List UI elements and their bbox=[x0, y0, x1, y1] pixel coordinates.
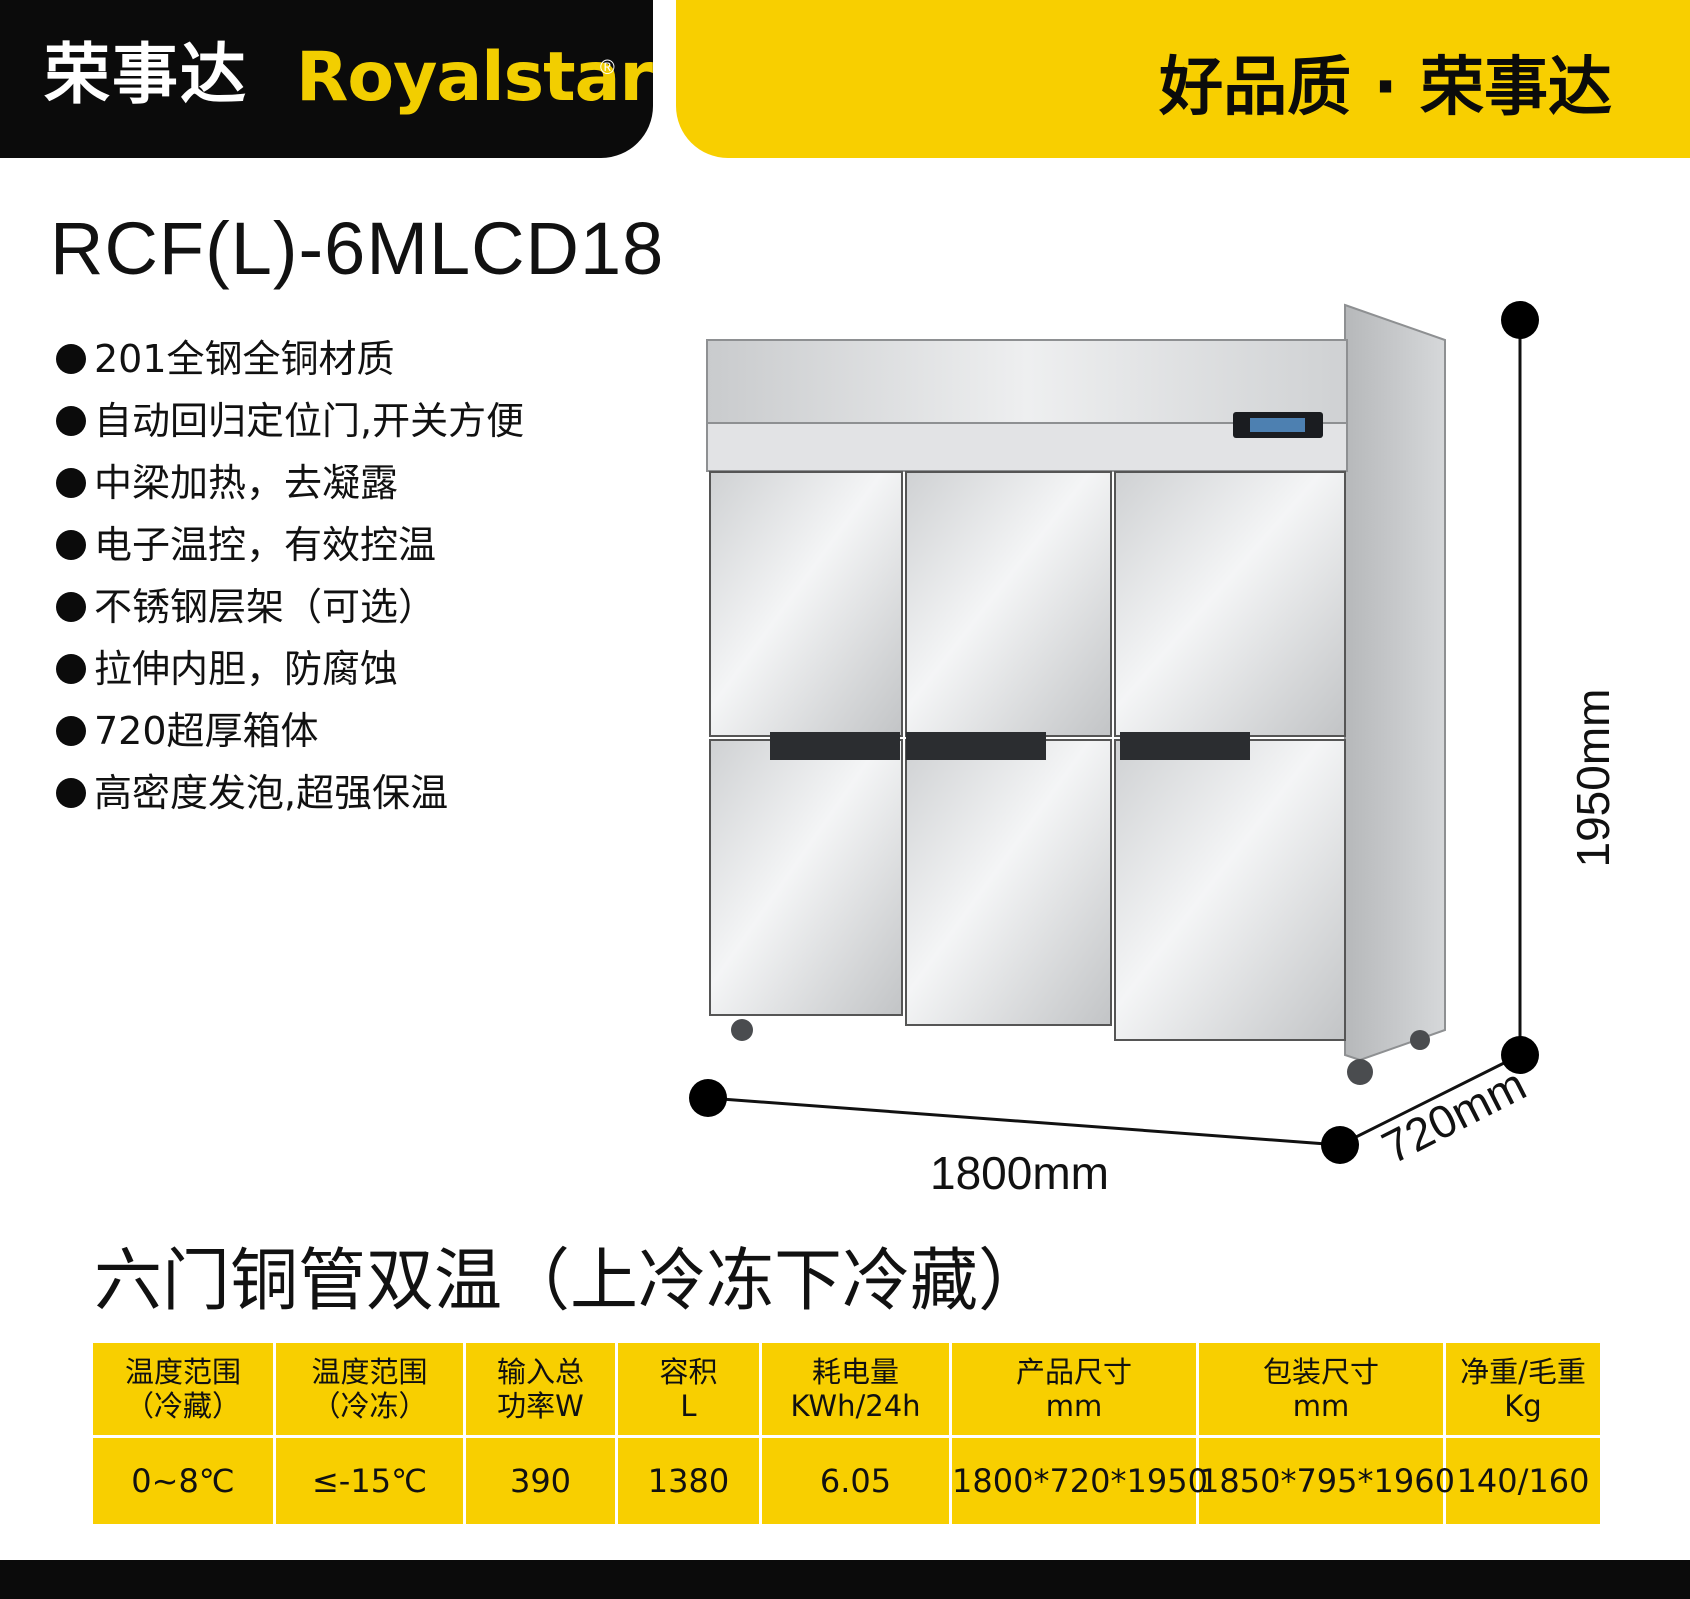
door-top-middle bbox=[905, 471, 1112, 737]
caster-wheel-icon bbox=[1410, 1030, 1430, 1050]
dimension-dot-icon bbox=[1501, 301, 1539, 339]
door-bottom-left bbox=[709, 739, 903, 1016]
width-dimension-label: 1800mm bbox=[930, 1147, 1109, 1199]
feature-text: 高密度发泡,超强保温 bbox=[94, 771, 449, 815]
cabinet-top-panel bbox=[706, 339, 1348, 424]
feature-text: 720超厚箱体 bbox=[94, 709, 319, 753]
spec-value-cell: ≤-15℃ bbox=[273, 1435, 466, 1527]
depth-dimension-line bbox=[1339, 1053, 1521, 1147]
feature-text: 自动回归定位门,开关方便 bbox=[94, 399, 525, 443]
caster-wheel-icon bbox=[731, 1019, 753, 1041]
width-dimension-line bbox=[707, 1096, 1341, 1147]
feature-item: 720超厚箱体 bbox=[56, 700, 524, 762]
caster-wheel-icon bbox=[1347, 1059, 1373, 1085]
bullet-icon bbox=[56, 654, 86, 684]
cabinet-side-panel bbox=[1344, 303, 1446, 1062]
door-top-left bbox=[709, 471, 903, 737]
slogan-banner: 好品质 · 荣事达 bbox=[676, 0, 1690, 158]
feature-text: 电子温控，有效控温 bbox=[94, 523, 437, 567]
spec-value-cell: 390 bbox=[463, 1435, 618, 1527]
feature-item: 不锈钢层架（可选） bbox=[56, 576, 524, 638]
feature-text: 中梁加热，去凝露 bbox=[94, 461, 399, 505]
footer-bar bbox=[0, 1560, 1690, 1599]
feature-list: 201全钢全铜材质 自动回归定位门,开关方便 中梁加热，去凝露 电子温控，有效控… bbox=[56, 328, 524, 824]
spec-header-cell: 输入总功率W bbox=[463, 1340, 618, 1438]
bullet-icon bbox=[56, 716, 86, 746]
brand-name-en: Royalstar bbox=[296, 38, 653, 117]
dimension-dot-icon bbox=[1321, 1126, 1359, 1164]
door-top-right bbox=[1114, 471, 1346, 737]
bullet-icon bbox=[56, 592, 86, 622]
feature-text: 201全钢全铜材质 bbox=[94, 337, 395, 381]
bullet-icon bbox=[56, 344, 86, 374]
spec-header-cell: 温度范围（冷藏） bbox=[90, 1340, 276, 1438]
bullet-icon bbox=[56, 778, 86, 808]
brand-name-cn: 荣事达 bbox=[44, 36, 248, 113]
feature-item: 电子温控，有效控温 bbox=[56, 514, 524, 576]
registered-mark: ® bbox=[600, 57, 615, 79]
spec-value-cell: 6.05 bbox=[759, 1435, 952, 1527]
door-bottom-right bbox=[1114, 739, 1346, 1041]
bullet-icon bbox=[56, 530, 86, 560]
slogan: 好品质 · 荣事达 bbox=[1159, 51, 1612, 125]
spec-value-cell: 0~8℃ bbox=[90, 1435, 276, 1527]
bullet-icon bbox=[56, 468, 86, 498]
dimension-dot-icon bbox=[689, 1079, 727, 1117]
model-number: RCF(L)-6MLCD18 bbox=[50, 207, 665, 290]
spec-value-cell: 1800*720*1950 bbox=[949, 1435, 1208, 1527]
feature-item: 拉伸内胆，防腐蚀 bbox=[56, 638, 524, 700]
feature-item: 高密度发泡,超强保温 bbox=[56, 762, 524, 824]
product-title: 六门铜管双温（上冷冻下冷藏） bbox=[94, 1242, 1047, 1321]
feature-text: 不锈钢层架（可选） bbox=[94, 585, 437, 629]
spec-value-cell: 1380 bbox=[615, 1435, 762, 1527]
dimension-dot-icon bbox=[1501, 1036, 1539, 1074]
refrigerator-illustration bbox=[689, 301, 1539, 1164]
feature-item: 中梁加热，去凝露 bbox=[56, 452, 524, 514]
height-dimension-label: 1950mm bbox=[1567, 688, 1619, 868]
brand-banner: 荣事达 Royalstar ® bbox=[0, 0, 653, 158]
feature-item: 201全钢全铜材质 bbox=[56, 328, 524, 390]
spec-value-cell: 140/160 bbox=[1443, 1435, 1603, 1527]
door-handle-middle bbox=[906, 732, 1046, 760]
bullet-icon bbox=[56, 406, 86, 436]
feature-text: 拉伸内胆，防腐蚀 bbox=[94, 647, 399, 691]
spec-value-cell: 1850*795*1960 bbox=[1196, 1435, 1455, 1527]
feature-item: 自动回归定位门,开关方便 bbox=[56, 390, 524, 452]
spec-header-cell: 温度范围（冷冻） bbox=[273, 1340, 466, 1438]
door-handle-right bbox=[1120, 732, 1250, 760]
display-digits bbox=[1250, 418, 1305, 432]
door-bottom-middle bbox=[905, 739, 1112, 1026]
door-handle-left bbox=[770, 732, 900, 760]
spec-value-row: 0~8℃ ≤-15℃ 390 1380 6.05 1800*720*1950 1… bbox=[90, 1435, 1603, 1527]
